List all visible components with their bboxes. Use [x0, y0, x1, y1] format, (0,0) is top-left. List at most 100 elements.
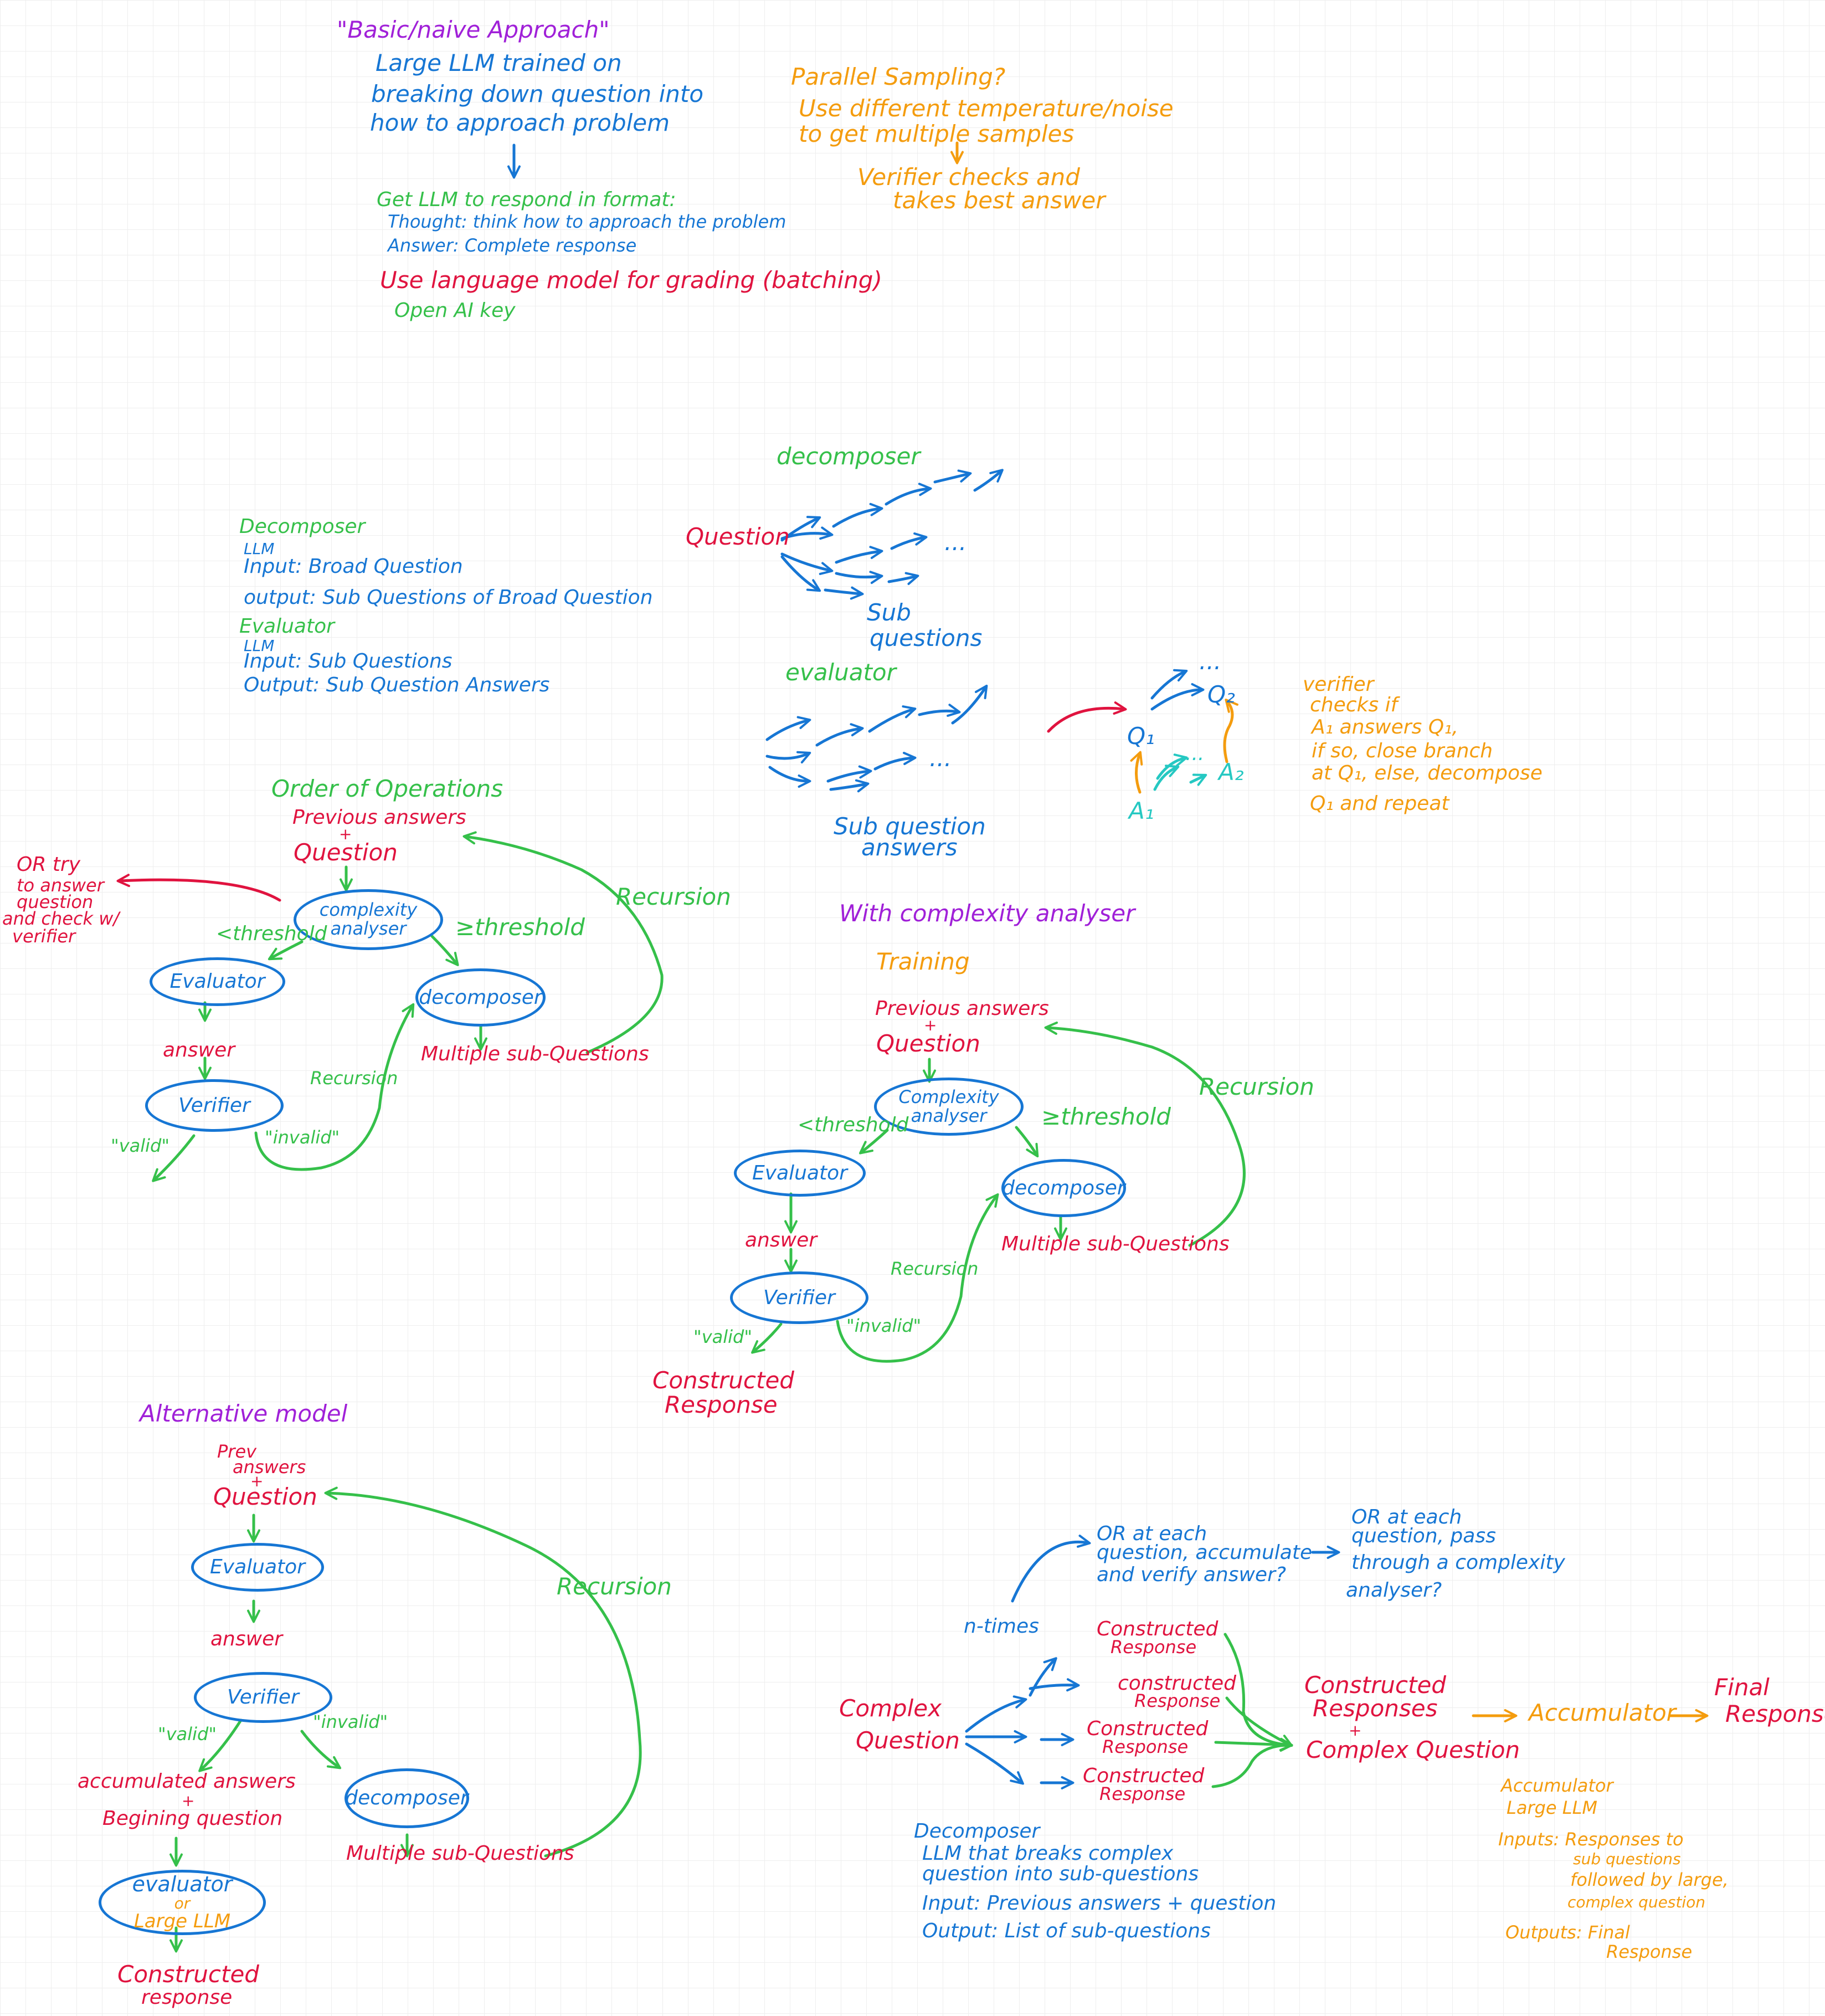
parallel-line-4: takes best answer — [893, 187, 1106, 214]
complex-question-1: Complex — [839, 1695, 942, 1722]
withca-arrows — [751, 1021, 1246, 1363]
a2-up-arrow — [1223, 699, 1238, 763]
qa-ellipsis-mid: ... — [1185, 742, 1205, 765]
withca-verifier: Verifier — [730, 1271, 868, 1324]
withca-recursion-1: Recursion — [891, 1258, 979, 1279]
withca-constructed-1: Constructed — [652, 1367, 794, 1394]
complex-cr3-2: Response — [1102, 1736, 1189, 1757]
complex-acc-4: sub questions — [1573, 1850, 1681, 1868]
qa-link-arrow — [1047, 701, 1127, 733]
complex-acc-6: complex question — [1567, 1893, 1706, 1911]
complex-ntimes: n-times — [964, 1615, 1039, 1638]
complex-acc-7: Outputs: Final — [1505, 1922, 1630, 1943]
basic-line-3: how to approach problem — [370, 109, 670, 136]
order-verifier: Verifier — [145, 1079, 284, 1132]
withca-recursion-2: Recursion — [1199, 1073, 1314, 1100]
withca-invalid: "invalid" — [846, 1315, 922, 1336]
alt-constructed-1: Constructed — [117, 1961, 259, 1988]
complex-or1-2: question, accumulate — [1097, 1541, 1313, 1564]
complex-final-2: Response — [1725, 1700, 1825, 1727]
qa-verifier-6: Q₁ and repeat — [1310, 792, 1449, 815]
alt-accumulated: accumulated answers — [78, 1770, 296, 1793]
complex-cr2-1: constructed — [1118, 1672, 1237, 1695]
def-llm-1: LLM — [244, 540, 275, 558]
alt-decomposer: decomposer — [345, 1768, 469, 1828]
order-arrows — [116, 831, 664, 1182]
def-output-1: output: Sub Questions of Broad Question — [244, 586, 653, 609]
qa-verifier-2: checks if — [1310, 694, 1398, 716]
alt-begining: Begining question — [102, 1807, 283, 1830]
complex-dec-5: Output: List of sub-questions — [922, 1920, 1211, 1942]
a1-dots-arrow — [1156, 753, 1188, 780]
complex-acc-1: Accumulator — [1501, 1775, 1613, 1796]
order-valid: "valid" — [111, 1135, 170, 1156]
alt-prev-1: Prev — [217, 1441, 257, 1462]
withca-answer: answer — [745, 1229, 818, 1251]
complex-arrows — [965, 1535, 1709, 1789]
complex-dec-4: Input: Previous answers + question — [922, 1892, 1277, 1915]
withca-lt-threshold: <threshold — [798, 1114, 909, 1136]
basic-line-2: breaking down question into — [371, 80, 704, 107]
def-input-1: Input: Broad Question — [244, 555, 463, 578]
order-title: Order of Operations — [271, 775, 503, 802]
order-multiple: Multiple sub-Questions — [421, 1043, 649, 1065]
order-answer: answer — [163, 1039, 235, 1061]
q1-to-dots-arrow — [1150, 669, 1188, 700]
tree-evaluator-label: evaluator — [785, 659, 896, 686]
order-ortry-2: to answer — [17, 875, 104, 896]
order-recursion-1: Recursion — [310, 1068, 398, 1089]
tree-sqa-line-1: Sub question — [834, 813, 986, 840]
order-ortry-5: verifier — [12, 926, 76, 947]
qa-verifier-4: if so, close branch — [1312, 740, 1493, 762]
decomposer-tree-arrows — [780, 469, 1004, 600]
withca-title: With complexity analyser — [839, 900, 1135, 927]
tree-sqa-line-2: answers — [861, 834, 958, 861]
order-invalid: "invalid" — [265, 1127, 340, 1148]
alt-recursion: Recursion — [557, 1573, 672, 1600]
complex-question-2: Question — [856, 1727, 960, 1754]
tree-ellipsis-1: ... — [944, 529, 967, 556]
order-ortry-1: OR try — [17, 853, 81, 876]
complex-crs-3: Complex Question — [1306, 1736, 1520, 1763]
qa-a2: A₂ — [1219, 758, 1244, 786]
qa-verifier-5: at Q₁, else, decompose — [1312, 762, 1543, 784]
qa-verifier-3: A₁ answers Q₁, — [1312, 716, 1458, 738]
complex-dec-3: question into sub-questions — [922, 1863, 1199, 1885]
alt-evaluator: Evaluator — [191, 1543, 324, 1592]
complex-crs-2: Responses — [1313, 1695, 1438, 1722]
tree-sub-line-1: Sub — [867, 599, 911, 626]
complex-cr4-1: Constructed — [1083, 1764, 1205, 1787]
withca-plus: + — [924, 1016, 937, 1034]
withca-evaluator: Evaluator — [734, 1150, 866, 1197]
qa-verifier-1: verifier — [1303, 673, 1374, 696]
def-input-2: Input: Sub Questions — [244, 650, 453, 673]
def-output-2: Output: Sub Question Answers — [244, 674, 550, 696]
alt-invalid: "invalid" — [313, 1711, 388, 1732]
a1-up-arrow — [1130, 751, 1143, 794]
qa-ellipsis-top: ... — [1199, 648, 1222, 675]
complex-cr1-1: Constructed — [1097, 1618, 1219, 1640]
alt-eval2: evaluator — [132, 1871, 233, 1896]
order-ortry-4: and check w/ — [2, 908, 120, 929]
alt-prev-2: answers — [233, 1456, 306, 1478]
basic-line-1: Large LLM trained on — [376, 49, 622, 76]
alt-answer: answer — [210, 1628, 283, 1650]
complex-or2-2: question, pass — [1351, 1525, 1496, 1547]
a1-side-arrow — [1189, 773, 1207, 786]
parallel-line-1: Use different temperature/noise — [799, 95, 1174, 122]
withca-decomposer: decomposer — [1001, 1159, 1126, 1217]
complex-acc-2: Large LLM — [1507, 1797, 1598, 1818]
complex-cr1-2: Response — [1111, 1637, 1197, 1658]
def-decomposer: Decomposer — [239, 515, 366, 538]
order-ortry-3: question — [17, 891, 94, 912]
complex-or2-3: through a complexity — [1351, 1551, 1565, 1574]
complex-crs-1: Constructed — [1304, 1671, 1446, 1699]
complex-dec-1: Decomposer — [914, 1820, 1040, 1843]
complex-cr3-1: Constructed — [1087, 1717, 1209, 1740]
order-plus: + — [339, 825, 352, 843]
qa-q2: Q₂ — [1207, 681, 1235, 708]
withca-complexity-analyser: Complexity analyser — [874, 1078, 1024, 1136]
complex-dec-2: LLM that breaks complex — [922, 1842, 1174, 1865]
alt-multiple: Multiple sub-Questions — [346, 1842, 574, 1865]
